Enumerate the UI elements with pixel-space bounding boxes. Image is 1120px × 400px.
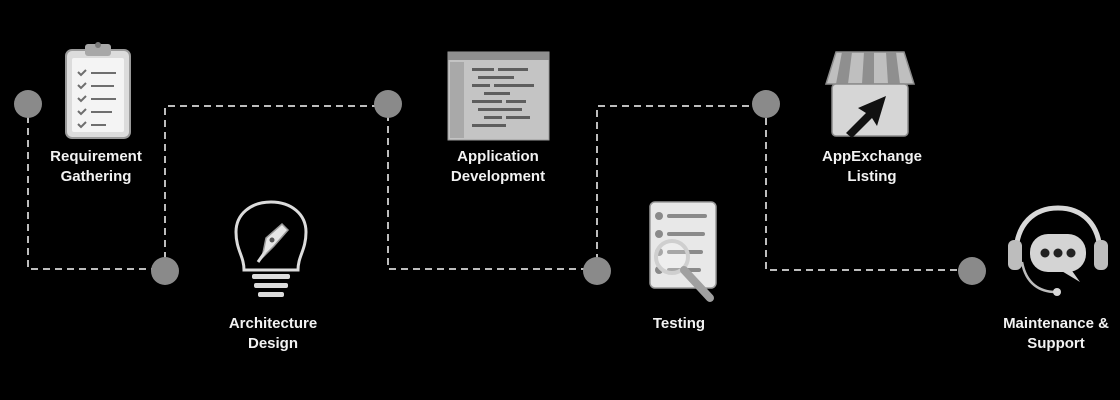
step-label-application-development: Application Development: [423, 147, 573, 187]
step-label-line1: Architecture: [228, 315, 318, 332]
step-label-line1: Testing: [652, 315, 706, 332]
step-node-testing: [583, 257, 611, 285]
headset-chat-icon: [1008, 205, 1108, 296]
step-label-line2: Design: [247, 335, 298, 352]
step-node-maintenance-support: [958, 257, 986, 285]
process-connector: [27, 104, 972, 271]
step-label-architecture-design: Architecture Design: [198, 314, 348, 354]
code-editor-icon: [447, 51, 550, 141]
step-label-line2: Gathering: [60, 168, 132, 185]
step-node-requirement-gathering: [14, 90, 42, 118]
step-label-line1: Maintenance &: [1003, 315, 1109, 332]
step-label-requirement-gathering: Requirement Gathering: [21, 147, 171, 187]
step-node-application-development: [374, 90, 402, 118]
lightbulb-pen-icon: [234, 200, 308, 297]
step-label-line2: Listing: [847, 168, 897, 185]
step-label-line2: Development: [450, 168, 546, 185]
step-node-appexchange-listing: [752, 90, 780, 118]
step-label-line1: AppExchange: [821, 148, 923, 165]
step-node-architecture-design: [151, 257, 179, 285]
step-label-appexchange-listing: AppExchange Listing: [797, 147, 947, 187]
step-label-line1: Requirement: [50, 148, 142, 165]
step-label-maintenance-support: Maintenance & Support: [981, 314, 1120, 354]
step-label-line1: Application: [457, 148, 539, 165]
step-label-testing: Testing: [604, 314, 754, 334]
storefront-arrow-icon: [824, 51, 916, 138]
document-magnifier-icon: [649, 201, 717, 302]
clipboard-checklist-icon: [65, 42, 131, 139]
step-label-line2: Support: [1027, 335, 1085, 352]
